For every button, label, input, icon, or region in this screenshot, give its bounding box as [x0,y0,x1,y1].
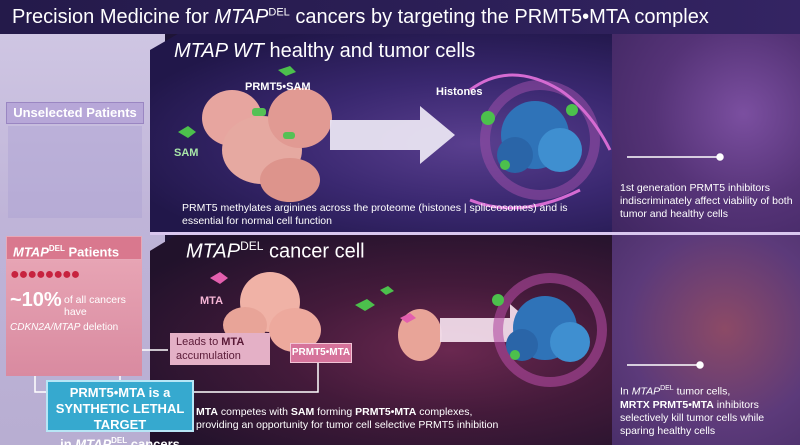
caption-part3: complexes, [416,406,473,418]
synth-l3-pre: in [60,436,76,445]
page-title: Precision Medicine for MTAPDEL cancers b… [12,6,709,29]
mtap-sup: DEL [48,244,65,253]
synth-line1: PRMT5•MTA is a [69,385,171,400]
del-caption: MTA competes with SAM forming PRMT5•MTA … [196,406,616,432]
percent-text: of all cancers have [64,294,126,318]
first-gen-caption: 1st generation PRMT5 inhibitors indiscri… [620,182,793,220]
synth-l3-gene: MTAP [75,436,112,445]
synthetic-lethal-box: PRMT5•MTA is a SYNTHETIC LETHAL TARGET i… [46,380,194,445]
sam-label: SAM [174,147,199,159]
title-bar [0,0,800,34]
section-divider [150,232,800,235]
histone-complex-icon [492,273,607,387]
histone-complex-icon [469,73,612,210]
title-gene: MTAP [214,6,269,28]
prmt5-sam-protein-icon [202,88,332,202]
caption-part1: competes with [217,406,291,418]
wt-heading-gene: MTAP WT [174,40,264,62]
synth-line2: SYNTHETIC LETHAL TARGET [55,401,185,432]
mrtx-l1-pre: In [620,385,632,398]
mtap-del-patients-box: MTAPDEL Patients [6,236,142,260]
cdkn-gene: CDKN2A/MTAP [10,322,81,333]
caption-part2: forming [314,406,356,418]
cdkn-rest: deletion [80,322,119,333]
wt-heading-rest: healthy and tumor cells [263,40,476,62]
mrtx-caption: In MTAPDEL tumor cells, MRTX PRMT5•MTA i… [620,382,796,438]
accumulation-text: accumulation [176,350,241,362]
histones-label: Histones [436,86,483,98]
mrtx-l1-gene: MTAP [631,385,661,398]
title-suffix: cancers by targeting the PRMT5•MTA compl… [289,6,709,28]
patients-icon [8,126,142,218]
mrtx-l3: selectively kill tumor cells while spari… [620,411,765,437]
prmt5-sam-label: PRMT5•SAM [245,81,311,93]
leads-to-mta-box: Leads to MTA accumulation [170,333,270,365]
prmt5-mta-box: PRMT5•MTA [290,343,352,363]
del-heading-sup: DEL [240,239,264,253]
patients-row-icon: ●●●●●●●● [10,266,80,283]
percent-value: ~10% [10,289,62,311]
tumor-cells-image [612,234,800,445]
leads-to-text: Leads to [176,336,222,348]
wt-heading: MTAP WT healthy and tumor cells [174,40,475,63]
mtap-gene: MTAP [13,244,49,260]
mta-label: MTA [200,295,224,307]
sam-molecule-icon [178,66,296,138]
synth-l3-post: cancers [127,436,180,445]
arrow-icon [330,106,455,164]
caption-mta: MTA [196,406,218,418]
mtap-rest: Patients [64,244,120,260]
synth-l3-sup: DEL [111,436,128,445]
del-heading-gene: MTAP [186,240,241,263]
del-heading-rest: cancer cell [263,240,365,263]
leads-mta-word: MTA [221,336,245,348]
synth-line3: in MTAPDEL cancers [48,433,192,445]
title-gene-sup: DEL [268,6,290,19]
mrtx-l1-post: tumor cells, [673,385,731,398]
del-heading: MTAPDEL cancer cell [186,239,365,264]
wt-caption: PRMT5 methylates arginines across the pr… [182,202,568,227]
mrtx-l1-sup: DEL [660,385,674,392]
healthy-cells-image [612,34,800,234]
caption-sam: SAM [290,406,315,418]
caption-line2: providing an opportunity for tumor cell … [196,419,499,431]
cdkn-deletion-text: CDKN2A/MTAP deletion [10,322,118,333]
mrtx-l2-post: inhibitors [713,398,759,411]
unselected-patients-box: Unselected Patients [6,102,144,124]
caption-complex: PRMT5•MTA [355,406,417,418]
mta-molecule-icon [210,272,416,323]
mtap-del-stats-panel [6,260,142,376]
mrtx-l2-bold: MRTX PRMT5•MTA [620,398,714,411]
title-prefix: Precision Medicine for [12,6,215,28]
